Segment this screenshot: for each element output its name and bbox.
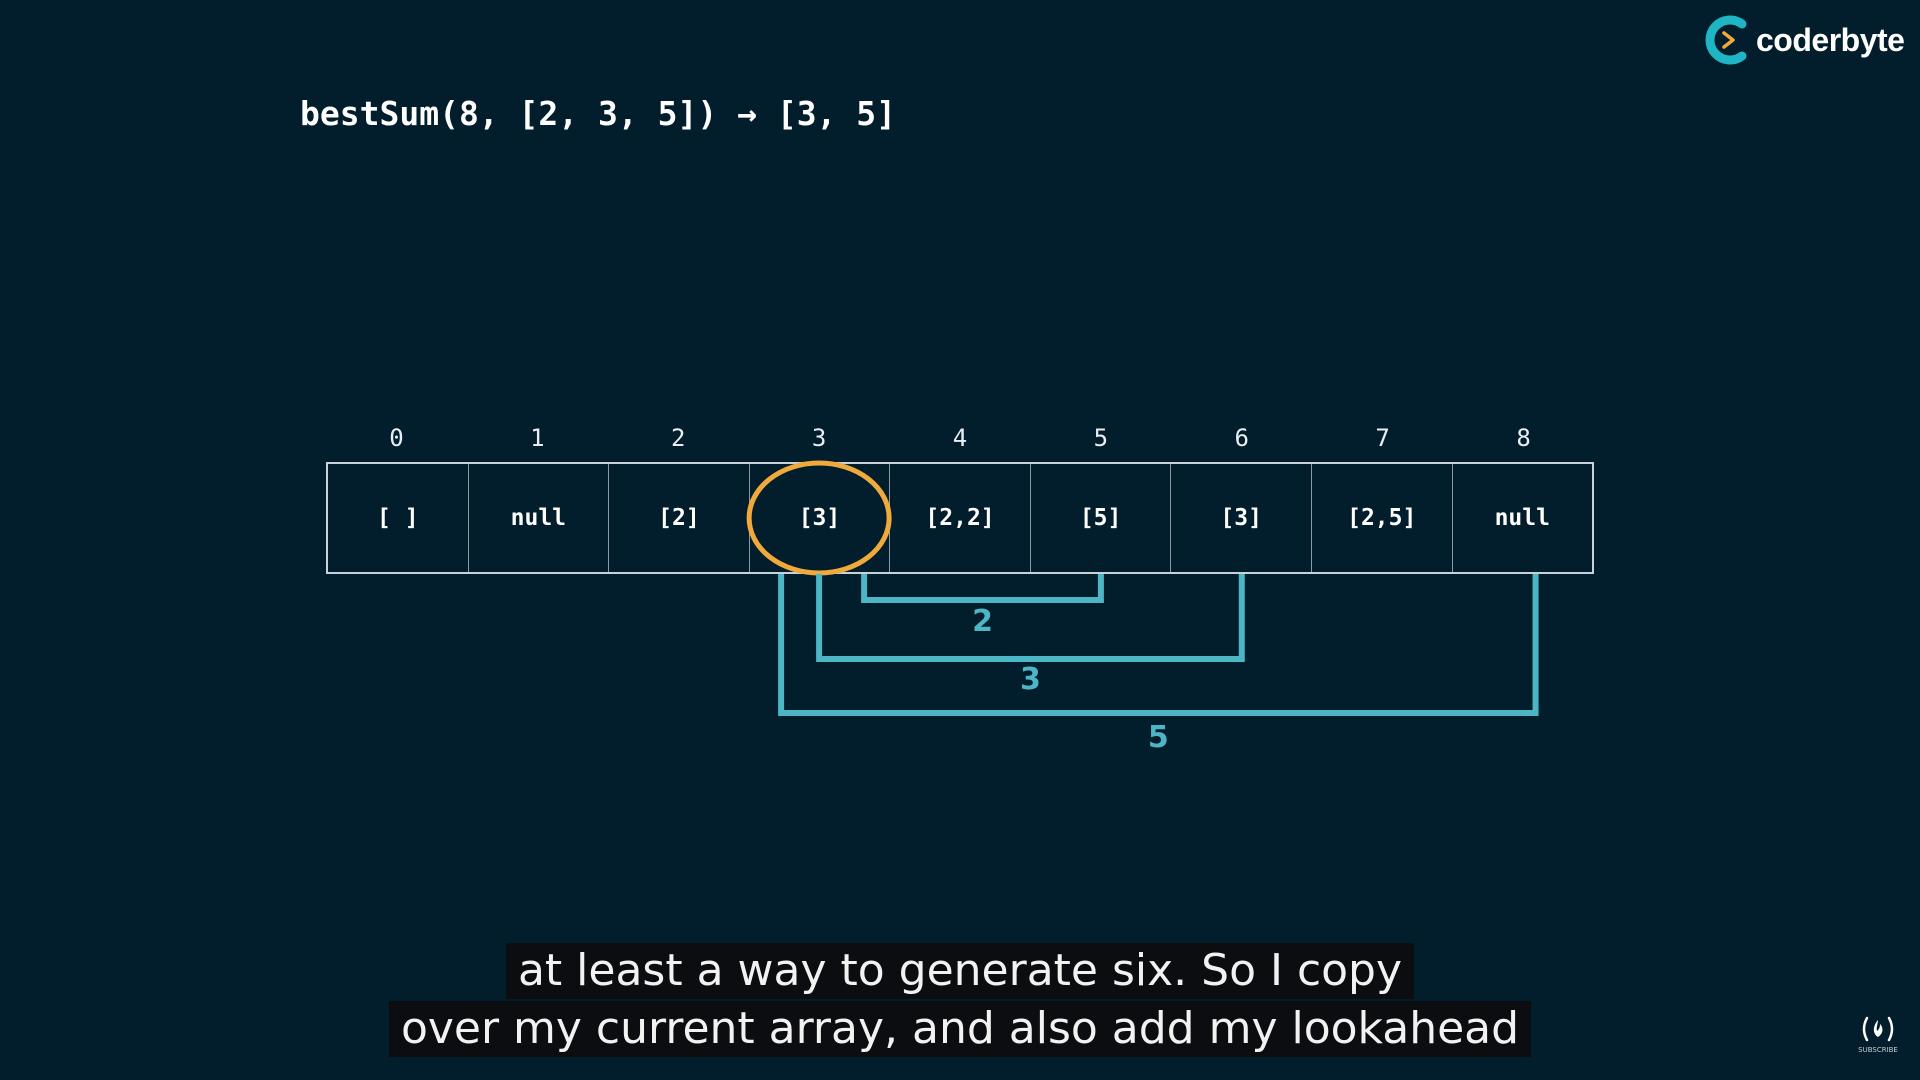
freecodecamp-icon [1862, 1016, 1894, 1042]
current-cell-highlight [746, 460, 892, 576]
table-cell: [5] [1031, 464, 1172, 572]
table-cell: [2,5] [1312, 464, 1453, 572]
caption-text-1: at least a way to generate six. So I cop… [505, 943, 1415, 999]
table-cell: [ ] [328, 464, 469, 572]
index-label: 3 [811, 424, 827, 452]
formula-title: bestSum(8, [2, 3, 5]) → [3, 5] [300, 94, 897, 133]
caption-line-1: at least a way to generate six. So I cop… [0, 943, 1920, 999]
coderbyte-logo-icon [1705, 15, 1747, 65]
index-label: 2 [670, 424, 686, 452]
table-cell: null [1494, 505, 1550, 531]
bracket-label: 2 [972, 604, 993, 639]
table-cell: [3] [1171, 464, 1312, 572]
brand-name: coderbyte [1756, 21, 1905, 58]
lookahead-bracket-5 [778, 574, 1539, 716]
lookahead-bracket-3 [816, 574, 1245, 662]
bracket-label: 5 [1147, 720, 1169, 755]
table-cell: [2,2] [890, 464, 1031, 572]
memo-table: [ ]null[2][3][2,2][5][3][2,5]null [326, 462, 1594, 574]
caption-line-2: over my current array, and also add my l… [0, 1001, 1920, 1057]
subscribe-badge[interactable]: SUBSCRIBE [1852, 1014, 1904, 1054]
index-label: 1 [530, 424, 545, 452]
index-label: 8 [1516, 424, 1531, 452]
table-cell: null [469, 464, 610, 572]
index-label: 6 [1234, 424, 1249, 452]
index-label: 7 [1375, 424, 1390, 452]
coderbyte-logo: coderbyte [1702, 14, 1905, 66]
caption-text-2: over my current array, and also add my l… [388, 1001, 1532, 1057]
index-label: 5 [1093, 424, 1109, 452]
index-label: 0 [389, 424, 404, 452]
lookahead-bracket-2 [861, 574, 1104, 603]
subscribe-text: SUBSCRIBE [1858, 1046, 1898, 1054]
bracket-label: 3 [1020, 662, 1041, 697]
index-label: 4 [952, 424, 968, 452]
